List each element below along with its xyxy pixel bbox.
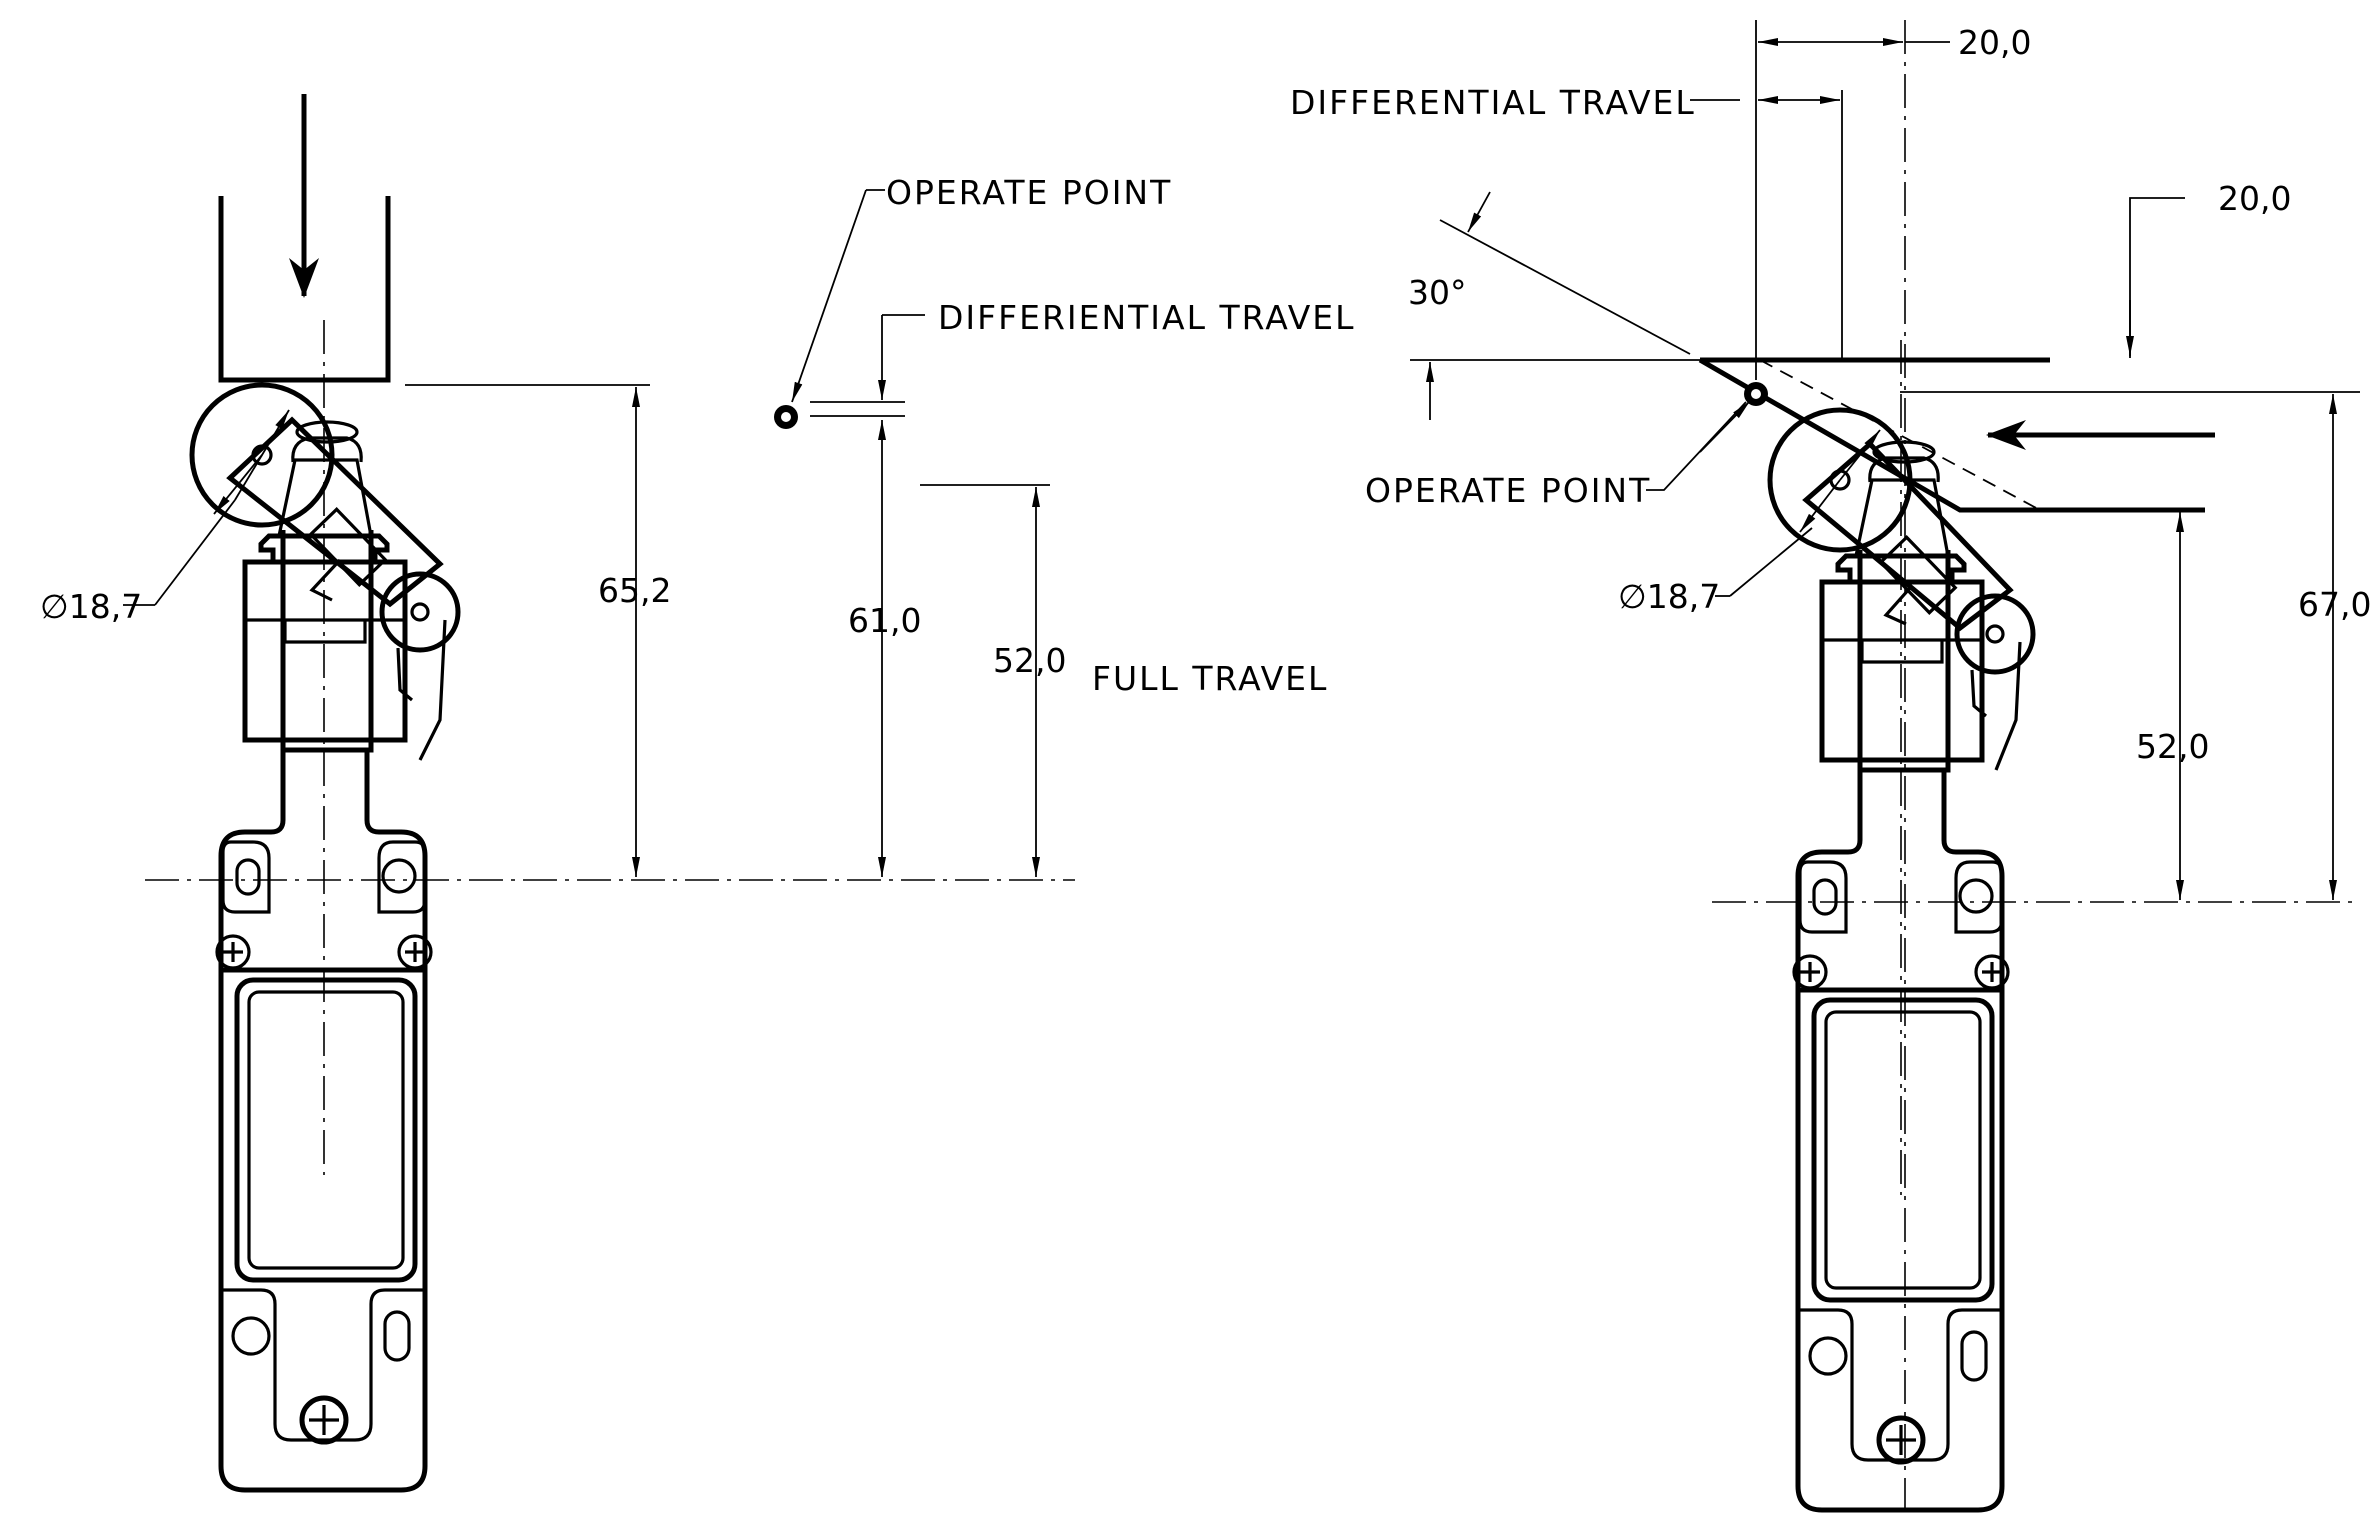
right-roller-diameter: ∅18,7 <box>1618 577 1720 616</box>
full-travel-label: FULL TRAVEL <box>1092 659 1328 698</box>
right-actuator <box>1698 357 2215 771</box>
operate-point-label-left: OPERATE POINT <box>886 173 1172 212</box>
differential-travel-label-left: DIFFERIENTIAL TRAVEL <box>938 298 1356 337</box>
dim-61-0: 61,0 <box>848 601 921 640</box>
left-actuator <box>189 94 461 761</box>
dim-52-0-right: 52,0 <box>2136 727 2209 766</box>
left-roller-diameter: ∅18,7 <box>40 587 142 626</box>
dim-20-0-top: 20,0 <box>1958 23 2031 62</box>
dim-67-0: 67,0 <box>2298 585 2370 624</box>
right-dimensions <box>1410 20 2360 1510</box>
dim-52-0-left: 52,0 <box>993 641 1066 680</box>
angle-30: 30° <box>1408 273 1467 312</box>
left-dimensions <box>123 189 1075 881</box>
operate-point-label-right: OPERATE POINT <box>1365 471 1651 510</box>
differential-travel-label-right: DIFFERENTIAL TRAVEL <box>1290 83 1696 122</box>
dim-65-2: 65,2 <box>598 571 671 610</box>
dim-20-0-right: 20,0 <box>2218 179 2291 218</box>
